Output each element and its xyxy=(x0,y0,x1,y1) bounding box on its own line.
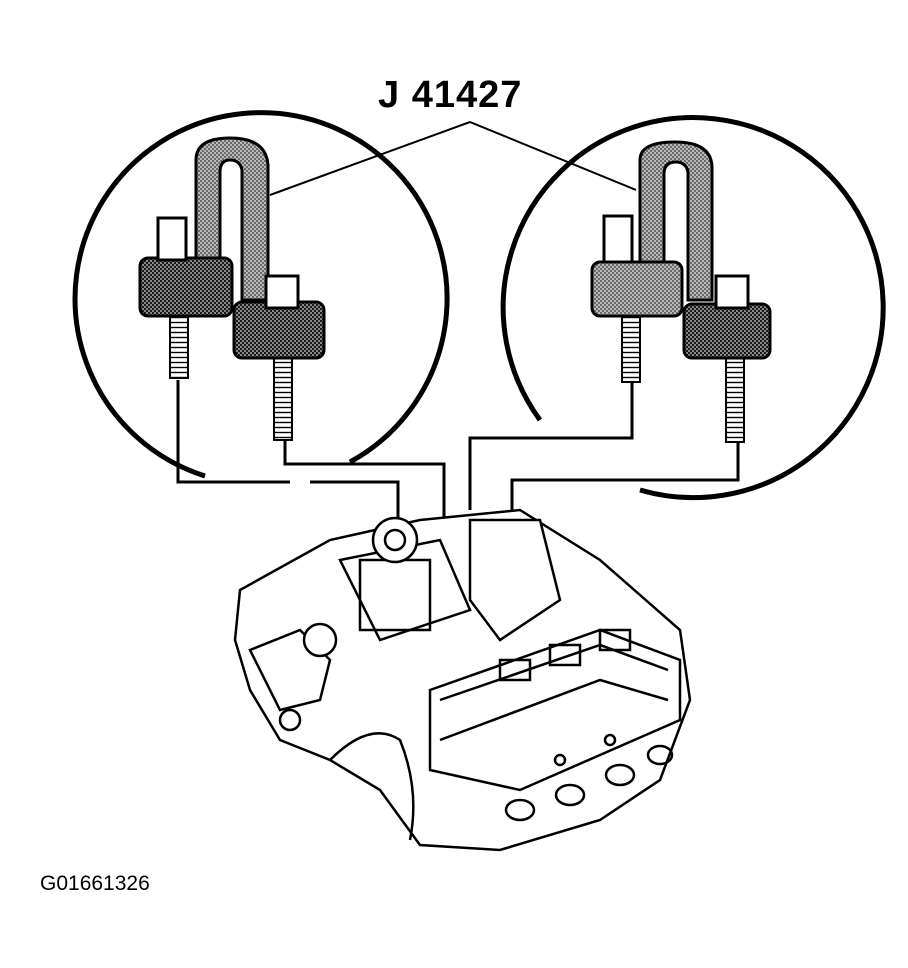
figure-id-label: G01661326 xyxy=(40,872,150,895)
callout-leader-lines xyxy=(269,121,637,196)
engine-assembly xyxy=(233,508,692,852)
right-detail-circle xyxy=(468,115,886,510)
left-bolt-block-2 xyxy=(232,274,326,441)
left-bolt-block-1 xyxy=(138,216,234,379)
right-connector-lines xyxy=(468,382,740,510)
right-bolt-block-2 xyxy=(682,274,772,443)
right-bolt-block-1 xyxy=(590,214,684,383)
tool-callout-label: J 41427 xyxy=(378,74,523,116)
left-detail-circle xyxy=(72,110,450,700)
